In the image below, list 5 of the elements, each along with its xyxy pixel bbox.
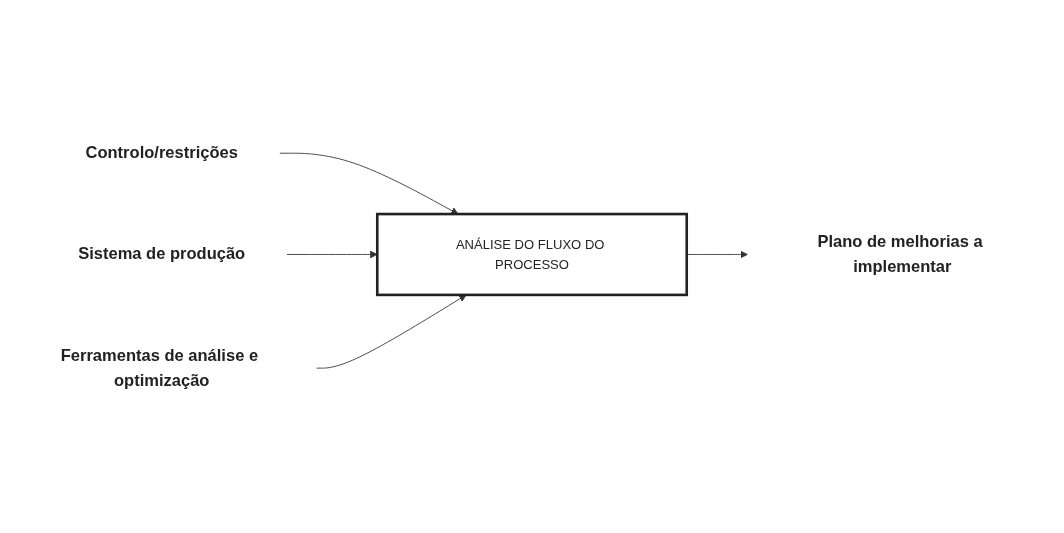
node-text: Plano de melhorias a implementar xyxy=(817,231,983,275)
node-text: Controlo/restrições xyxy=(85,143,238,162)
node-text: Ferramentas de análise e optimização xyxy=(60,345,259,389)
node-box: ANÁLISE DO FLUXO DO PROCESSO xyxy=(375,212,689,296)
node-text: Sistema de produção xyxy=(78,244,246,263)
